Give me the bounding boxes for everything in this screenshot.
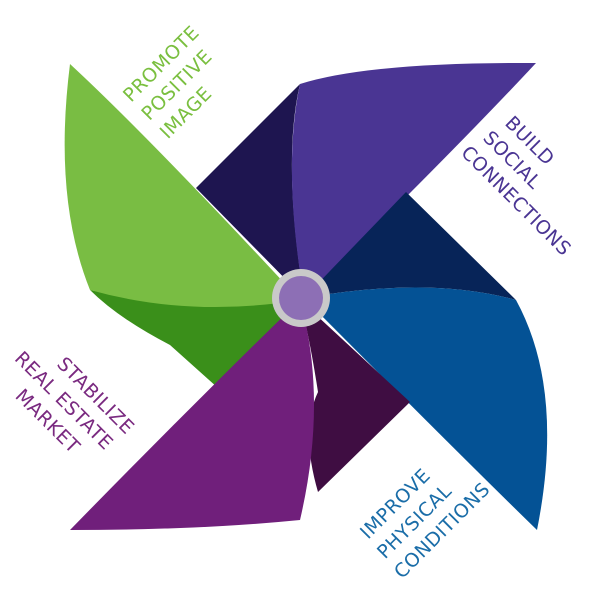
blade-improve-physical-conditions	[304, 192, 548, 530]
blade-blue-dark-facet	[304, 192, 516, 300]
blade-violet-dark-facet	[196, 84, 304, 298]
blade-purple-main-facet	[70, 300, 314, 530]
blade-build-social-connections	[196, 62, 536, 299]
blade-stabilize-real-estate-market	[70, 300, 410, 530]
label-stabilize-real-estate-market: STABILIZE REAL ESTATE MARKET	[0, 329, 143, 480]
label-promote-positive-image: PROMOTE POSITIVE IMAGE	[119, 17, 245, 143]
pinwheel-hub	[272, 269, 330, 327]
blade-violet-main-facet	[291, 62, 536, 299]
label-build-social-connections: BUILD SOCIAL CONNECTIONS	[457, 105, 597, 260]
blade-blue-main-facet	[304, 287, 548, 530]
blade-green-main-facet	[64, 64, 300, 308]
blade-promote-positive-image	[64, 64, 300, 388]
blade-purple-dark-facet	[300, 300, 410, 492]
hub-center	[279, 276, 323, 320]
blade-green-dark-facet	[90, 290, 300, 388]
